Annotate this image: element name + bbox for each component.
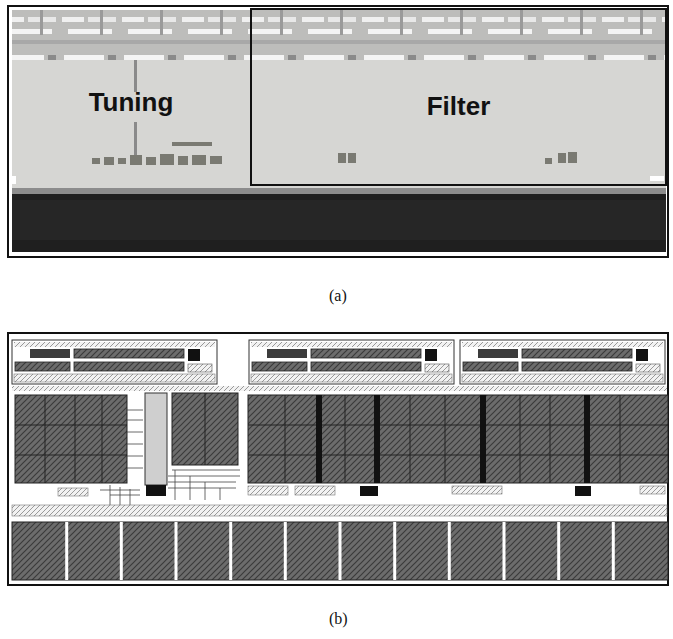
layout-rect <box>172 393 238 465</box>
layout-rect <box>575 486 591 496</box>
layout-rect <box>545 158 552 164</box>
layout-use <box>249 340 454 384</box>
layout-path <box>15 395 127 483</box>
layout-rect <box>584 395 590 483</box>
layout-rect <box>172 142 212 146</box>
region-label: Filter <box>427 92 491 121</box>
layout-rect <box>480 395 486 483</box>
layout-rect <box>192 155 206 165</box>
layout-rect <box>8 333 668 585</box>
layout-use <box>460 340 665 384</box>
layout-rect <box>134 122 137 156</box>
layout-rect <box>12 194 666 252</box>
layout-rect <box>15 395 127 483</box>
layout-rect <box>58 488 88 496</box>
layout-path <box>100 470 240 495</box>
layout-path <box>110 470 220 505</box>
layout-rect <box>12 10 666 60</box>
layout-g <box>100 410 240 505</box>
layout-rect <box>104 157 114 165</box>
layout-path <box>67 522 614 580</box>
tuning-region: Tuning <box>12 60 250 185</box>
layout-rect <box>160 154 174 165</box>
layout-rect <box>650 176 664 181</box>
layout-path <box>248 395 668 483</box>
layout-rect <box>12 200 666 240</box>
filter-region: Filter <box>250 8 667 186</box>
layout-rect <box>130 155 142 165</box>
layout-rect <box>248 486 288 495</box>
layout-rect <box>12 188 666 194</box>
layout-rect <box>12 386 667 391</box>
layout-rect <box>360 486 378 496</box>
layout-rect <box>316 395 322 483</box>
layout-rect <box>12 176 16 184</box>
panel-label: (a) <box>329 287 347 305</box>
layout-rect <box>248 395 668 483</box>
layout-rect <box>210 156 222 164</box>
layout-rect <box>348 153 356 163</box>
layout-g <box>92 142 577 165</box>
layout-rect <box>146 157 156 165</box>
layout-rect <box>295 486 335 495</box>
layout-rect <box>12 522 668 580</box>
layout-rect <box>568 152 577 163</box>
region-label: Tuning <box>89 88 174 117</box>
layout-path <box>205 393 206 465</box>
layout-rect <box>558 153 566 163</box>
layout-g <box>58 486 665 496</box>
layout-rect <box>92 158 100 164</box>
layout-rect <box>452 486 502 494</box>
panel-label: (b) <box>329 610 348 628</box>
layout-path <box>127 410 143 468</box>
layout-rect <box>640 486 665 494</box>
layout-rect <box>146 485 166 496</box>
layout-rect <box>118 158 126 164</box>
layout-rect <box>12 60 666 188</box>
layout-rect <box>145 393 167 485</box>
layout-rect <box>374 395 380 483</box>
layout-rect <box>8 6 668 257</box>
layout-rect <box>338 153 346 163</box>
layout-rect <box>12 505 667 516</box>
layout-use <box>12 340 217 384</box>
layout-rect <box>178 156 188 165</box>
